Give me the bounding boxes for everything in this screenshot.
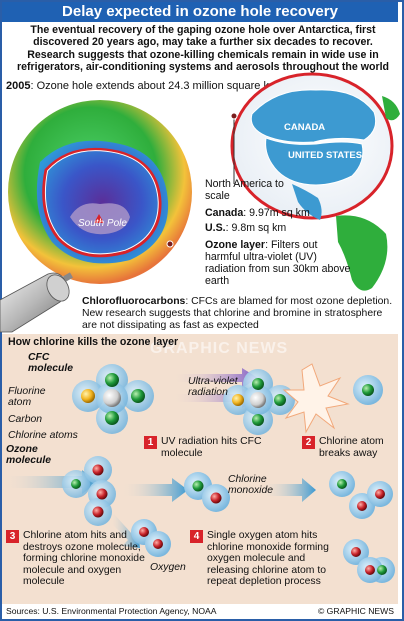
year-line: 2005: Ozone hole extends about 24.3 mill… bbox=[6, 80, 278, 92]
ozone-hole-blue bbox=[36, 140, 169, 264]
recombination-graphic bbox=[329, 471, 393, 519]
us-label-line: UNITED STATES bbox=[288, 150, 362, 161]
europe-shape bbox=[382, 96, 400, 121]
label-carbon: Carbon bbox=[8, 414, 43, 425]
label-ultra-violet: Ultra-violet radiation bbox=[188, 376, 238, 398]
us-area: U.S.: 9.8m sq km bbox=[205, 222, 395, 234]
step-3-badge: 3 bbox=[6, 530, 19, 543]
scale-note: North America to scale bbox=[205, 178, 284, 202]
step-2: 2 Chlorine atom breaks away bbox=[302, 436, 398, 459]
label-chlorine-atoms: Chlorine atoms bbox=[8, 430, 78, 441]
arrow-to-monoxide bbox=[122, 478, 188, 502]
ozone-layer-pointer-dot bbox=[166, 240, 174, 248]
cfc-note: Chlorofluorocarbons: CFCs are blamed for… bbox=[82, 296, 400, 333]
section-title: How chlorine kills the ozone layer bbox=[8, 336, 179, 348]
cfc-molecule-hit-graphic bbox=[223, 369, 295, 435]
label-cfc-molecule-text: CFC molecule bbox=[28, 352, 74, 374]
step-1: 1 UV radiation hits CFC molecule bbox=[144, 436, 274, 459]
ozone-layer-note: Ozone layer: Filters out harmful ultra-v… bbox=[205, 239, 355, 287]
arrow-to-oxygen bbox=[110, 514, 140, 548]
step-2-text: Chlorine atom breaks away bbox=[319, 436, 384, 459]
south-america-shape bbox=[336, 215, 388, 291]
label-ozone-molecule: Ozone molecule bbox=[6, 444, 62, 466]
mexico-shape bbox=[292, 184, 322, 220]
watermark: GRAPHIC NEWS bbox=[150, 340, 289, 357]
footer-sources: Sources: U.S. Environmental Protection A… bbox=[6, 606, 217, 616]
oxygen-molecule-graphic bbox=[131, 519, 171, 557]
step-4-badge: 4 bbox=[190, 530, 203, 543]
us-shape bbox=[265, 137, 364, 186]
us-area-value: : 9.8m sq km bbox=[225, 222, 287, 234]
label-fluorine-atom: Fluorine atom bbox=[8, 386, 46, 408]
canada-shape bbox=[250, 89, 377, 143]
released-atoms-graphic bbox=[343, 539, 395, 583]
ozone-layer-label: Ozone layer bbox=[205, 239, 266, 251]
ozone-hole-outline-inner bbox=[44, 150, 159, 255]
canada-label: CANADA bbox=[284, 122, 325, 133]
intro-text: The eventual recovery of the gaping ozon… bbox=[16, 24, 389, 74]
year-text: : Ozone hole extends about 24.3 million … bbox=[30, 80, 279, 92]
footer: Sources: U.S. Environmental Protection A… bbox=[2, 604, 398, 619]
step-4-text: Single oxygen atom hits chlorine monoxid… bbox=[207, 530, 329, 588]
break-burst bbox=[282, 363, 350, 434]
chlorine-monoxide-graphic bbox=[184, 472, 230, 512]
canada-area-value: : 9.97m sq km bbox=[243, 207, 310, 219]
north-america-map: CANADA UNITED STATES bbox=[230, 72, 400, 291]
year-label: 2005 bbox=[6, 80, 31, 92]
cfc-note-label: Chlorofluorocarbons bbox=[82, 296, 186, 307]
step-1-text: UV radiation hits CFC molecule bbox=[161, 436, 262, 459]
page-title: Delay expected in ozone hole recovery bbox=[2, 2, 398, 22]
ozone-molecule-graphic bbox=[2, 456, 116, 526]
label-chlorine-monoxide: Chlorine monoxide bbox=[228, 474, 274, 496]
step-1-badge: 1 bbox=[144, 436, 157, 449]
cfc-note-text: : CFCs are blamed for most ozone depleti… bbox=[82, 296, 393, 332]
map-pointer-dot bbox=[230, 112, 238, 120]
ozone-globe bbox=[8, 100, 192, 284]
label-ozone-molecule-text: Ozone molecule bbox=[6, 444, 52, 466]
canada-area-label: Canada bbox=[205, 207, 244, 219]
ozone-layer-text: : Filters out harmful ultra-violet (UV) … bbox=[205, 239, 351, 287]
chlorine-process-diagram bbox=[2, 363, 395, 583]
uv-arrow-2 bbox=[172, 388, 258, 408]
uv-arrow-1 bbox=[172, 368, 258, 388]
arrow-oxygen-atom bbox=[262, 478, 316, 502]
step-3: 3 Chlorine atom hits and destroys ozone … bbox=[6, 530, 152, 588]
step-3-text: Chlorine atom hits and destroys ozone mo… bbox=[23, 530, 145, 588]
aerosol-can bbox=[0, 272, 73, 333]
label-oxygen: Oxygen bbox=[150, 562, 186, 573]
us-area-label: U.S. bbox=[205, 222, 226, 234]
cfc-molecule-graphic bbox=[72, 364, 154, 434]
south-pole-marker bbox=[94, 214, 104, 223]
label-cfc-molecule: CFC molecule bbox=[28, 352, 88, 374]
footer-credit: © GRAPHIC NEWS bbox=[317, 606, 394, 616]
canada-area: Canada: 9.97m sq km bbox=[205, 207, 395, 219]
ozone-hole-outline bbox=[42, 147, 162, 258]
step-4: 4 Single oxygen atom hits chlorine monox… bbox=[190, 530, 340, 588]
step-2-badge: 2 bbox=[302, 436, 315, 449]
south-pole-label: South Pole bbox=[78, 218, 127, 229]
